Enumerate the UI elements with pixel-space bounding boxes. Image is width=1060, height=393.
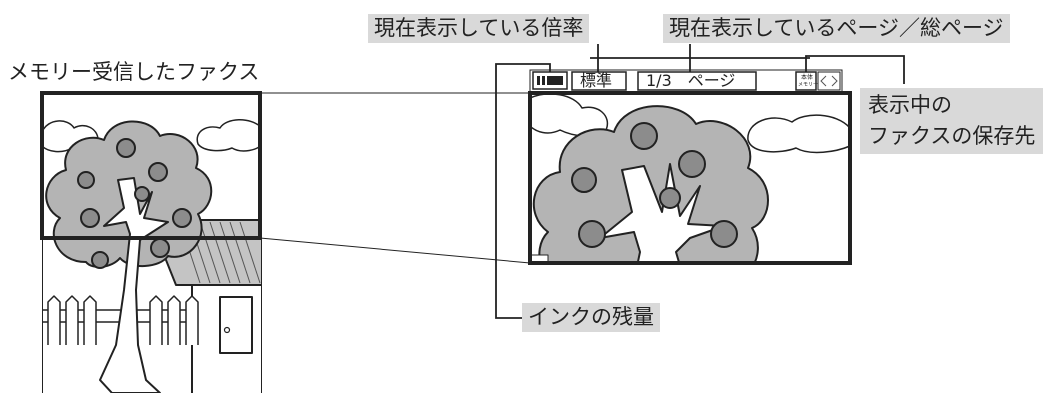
current-zoom-label: 現在表示している倍率 (368, 14, 590, 43)
ink-leader (495, 63, 551, 319)
current-page-total-label: 現在表示しているページ／総ページ (663, 14, 1010, 43)
page-leader (590, 44, 810, 59)
memory-fax-label: メモリー受信したファクス (8, 60, 260, 84)
leader-lines (495, 44, 905, 319)
zoom-value: 標準 (580, 71, 613, 90)
storage-location-label: 表示中の ファクスの保存先 (860, 88, 1044, 154)
fruit-balls (77, 138, 192, 269)
fence (42, 295, 199, 345)
house-door (219, 296, 253, 354)
storage-icon-text-2: メモリー (798, 82, 819, 88)
storage-location-label-line1: 表示中の (868, 93, 952, 117)
zoom-connector-bottom (259, 237, 531, 264)
storage-icon-text-1: 本体 (801, 74, 814, 81)
tree-trunk (99, 177, 169, 393)
storage-location-label-line2: ファクスの保存先 (868, 124, 1036, 148)
visible-area-frame (40, 91, 262, 240)
cloud-right (196, 119, 262, 152)
lcd-zoomed-image (530, 93, 850, 263)
lcd-cloud-right (747, 114, 850, 154)
page-value: 1/3 ページ (646, 71, 736, 90)
zoom-box (571, 71, 627, 91)
page-box (637, 71, 757, 91)
fax-page-illustration (42, 95, 262, 393)
lcd-image-frame (528, 91, 852, 265)
lcd-status-bar (529, 69, 843, 93)
lcd-tree-trunk (599, 163, 725, 263)
ink-level-label: インクの残量 (522, 303, 660, 332)
storage-leader (805, 55, 905, 84)
lcd-fruit-balls (571, 122, 738, 248)
page-nav-arrows-icon (817, 71, 841, 91)
